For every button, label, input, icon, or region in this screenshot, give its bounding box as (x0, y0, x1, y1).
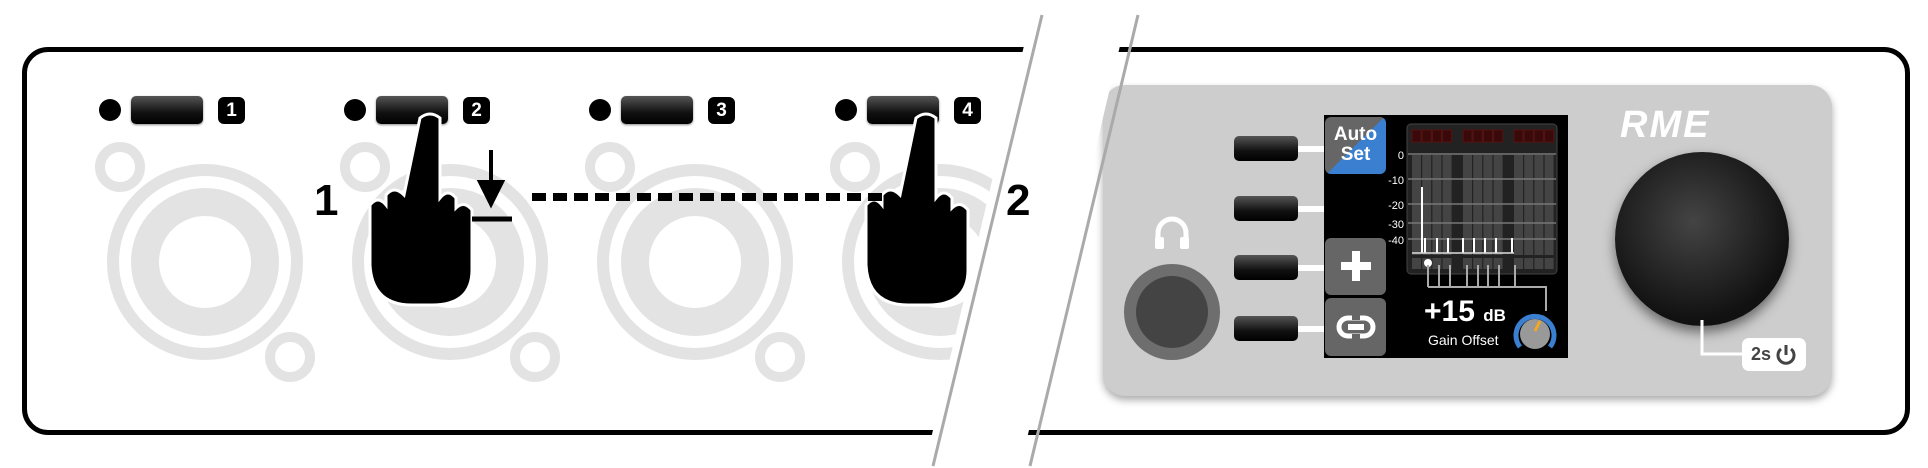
power-hint-text: 2s (1750, 344, 1772, 364)
function-button-2[interactable] (1234, 196, 1298, 221)
meter-column (1493, 155, 1503, 255)
clip-indicator (1513, 129, 1524, 143)
connectors-layer (95, 142, 1038, 382)
channel-3-button[interactable] (621, 96, 693, 124)
auto-set-label: Auto (1333, 124, 1378, 145)
clip-indicator (1482, 129, 1493, 143)
gesture-layer (368, 112, 970, 307)
power-hint-badge: 2s (1742, 338, 1806, 371)
button-line (1298, 265, 1326, 271)
scale-label: -10 (1388, 175, 1404, 187)
level-meter: 0 -10 -20 -30 -40 (1388, 123, 1558, 311)
channel-cell (1463, 258, 1472, 269)
channel-cell (1544, 258, 1554, 269)
channel-cell (1493, 258, 1503, 269)
hand-pointer-icon (864, 112, 970, 307)
function-button-3[interactable] (1234, 255, 1298, 280)
channel-4-badge: 4 (954, 97, 981, 124)
scale-label: 0 (1398, 150, 1404, 162)
scale-label: -30 (1388, 219, 1404, 231)
function-button-4[interactable] (1234, 316, 1298, 341)
meter-column (1442, 155, 1452, 255)
gain-value: +15 dB (1424, 295, 1506, 328)
display-screen: Auto Set 0 -10 -20 -30 -40 +15 dB Gain Offse… (1324, 115, 1568, 358)
channel-4-led (835, 99, 857, 121)
channel-cell (1524, 258, 1534, 269)
clip-indicator (1462, 129, 1473, 143)
plus-button[interactable] (1325, 238, 1386, 295)
meter-column (1483, 155, 1493, 255)
scale-label: -20 (1388, 200, 1404, 212)
button-line (1298, 326, 1326, 332)
channel-cell (1514, 258, 1523, 269)
meter-column (1534, 155, 1544, 255)
meter-column (1422, 155, 1432, 255)
meter-column (1524, 155, 1534, 255)
channel-2-badge: 2 (463, 97, 490, 124)
meter-column (1432, 155, 1442, 255)
volume-knob[interactable] (1615, 152, 1789, 326)
auto-set-button[interactable]: Auto Set (1325, 117, 1386, 174)
plus-icon (1340, 251, 1371, 281)
link-bus (1428, 286, 1547, 311)
clip-indicator (1493, 129, 1504, 143)
clip-indicator (1431, 129, 1442, 143)
arrow-down-icon (472, 150, 512, 222)
hand-pointer-icon (368, 112, 474, 307)
channel-cell (1432, 258, 1442, 269)
channel-cell (1483, 258, 1493, 269)
meter-column (1514, 155, 1523, 255)
headphones-icon (1155, 216, 1189, 249)
clip-indicator (1411, 129, 1422, 143)
function-button-1[interactable] (1234, 136, 1298, 161)
meter-column (1412, 155, 1421, 255)
channel-3-led (589, 99, 611, 121)
meter-column (1544, 155, 1554, 255)
rme-logo: RME (1620, 104, 1711, 146)
step-2-label: 2 (1006, 176, 1031, 225)
clip-indicator (1421, 129, 1432, 143)
auto-set-label: Set (1340, 144, 1371, 165)
channel-1-badge: 1 (218, 97, 245, 124)
meter-column (1463, 155, 1472, 255)
meter-column (1473, 155, 1483, 255)
gain-label: Gain Offset (1428, 332, 1499, 348)
clip-indicator (1533, 129, 1544, 143)
selected-channel-dot (1424, 259, 1432, 267)
power-icon (1776, 344, 1796, 365)
xlr-connector-1 (95, 142, 315, 382)
clip-indicator (1442, 129, 1453, 143)
channel-2-led (344, 99, 366, 121)
channel-cell (1534, 258, 1544, 269)
button-line (1298, 206, 1326, 212)
channel-cell (1442, 258, 1452, 269)
link-icon (1336, 315, 1375, 339)
channel-3-badge: 3 (708, 97, 735, 124)
knob-connector-line (1700, 320, 1746, 356)
channel-cell (1473, 258, 1483, 269)
clip-indicator (1472, 129, 1483, 143)
clip-indicator (1523, 129, 1534, 143)
clip-indicator (1544, 129, 1555, 143)
step-1-label: 1 (314, 176, 339, 225)
channel-1-button[interactable] (131, 96, 203, 124)
button-line (1298, 146, 1326, 152)
gain-knob-icon[interactable] (1512, 309, 1558, 355)
headphone-jack[interactable] (1124, 264, 1220, 360)
channel-1-led (99, 99, 121, 121)
xlr-connector-3 (585, 142, 805, 382)
channel-cell (1412, 258, 1421, 269)
link-button[interactable] (1325, 298, 1386, 356)
scale-label: -40 (1388, 235, 1404, 247)
